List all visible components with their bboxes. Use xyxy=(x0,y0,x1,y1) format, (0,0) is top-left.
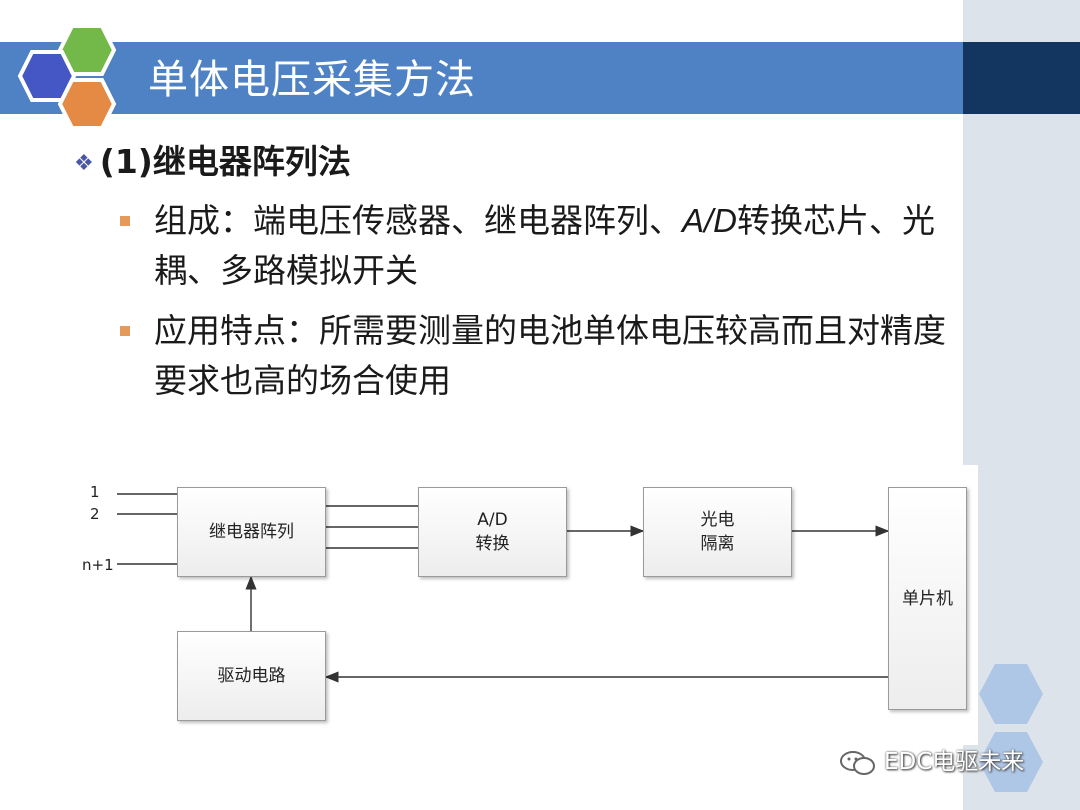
hexagon-logo-icon xyxy=(17,24,117,130)
bullet-application-text: 应用特点：所需要测量的电池单体电压较高而且对精度要求也高的场合使用 xyxy=(154,311,946,400)
driver-circuit-box: 驱动电路 xyxy=(177,631,326,721)
watermark-text: EDC电驱未来 xyxy=(884,749,1025,775)
mcu-box: 单片机 xyxy=(888,487,967,710)
square-bullet-icon xyxy=(120,326,130,336)
bullet-text-part: 转换芯片、光耦、多路模拟开关 xyxy=(154,201,936,290)
ad-converter-box: A/D 转换 xyxy=(418,487,567,577)
opto-isolation-box: 光电 隔离 xyxy=(643,487,792,577)
hexagon-decoration-icon xyxy=(979,664,1043,792)
input-label-n-plus-1: n+1 xyxy=(82,556,114,574)
bullet-application: 应用特点：所需要测量的电池单体电压较高而且对精度要求也高的场合使用 xyxy=(120,306,970,406)
input-label-1: 1 xyxy=(90,483,100,501)
wechat-icon xyxy=(840,750,875,775)
input-label-2: 2 xyxy=(90,505,100,523)
relay-array-box: 继电器阵列 xyxy=(177,487,326,577)
diamond-bullet-icon: ❖ xyxy=(74,151,94,176)
title-bar xyxy=(0,42,1080,114)
square-bullet-icon xyxy=(120,216,130,226)
bullet-composition: 组成：端电压传感器、继电器阵列、A/D转换芯片、光耦、多路模拟开关 xyxy=(120,196,970,296)
watermark: EDC电驱未来 xyxy=(838,746,1024,778)
title-bar-dark-block xyxy=(963,42,1080,114)
bullet-composition-text: 组成：端电压传感器、继电器阵列、A/D转换芯片、光耦、多路模拟开关 xyxy=(154,196,970,296)
bullet-text-part: 组成：端电压传感器、继电器阵列、 xyxy=(154,201,682,240)
section-heading-text: (1)继电器阵列法 xyxy=(99,142,351,181)
slide-title: 单体电压采集方法 xyxy=(148,57,476,103)
bullet-text-italic: A/D xyxy=(682,202,738,239)
section-heading: ❖(1)继电器阵列法 xyxy=(74,138,351,186)
